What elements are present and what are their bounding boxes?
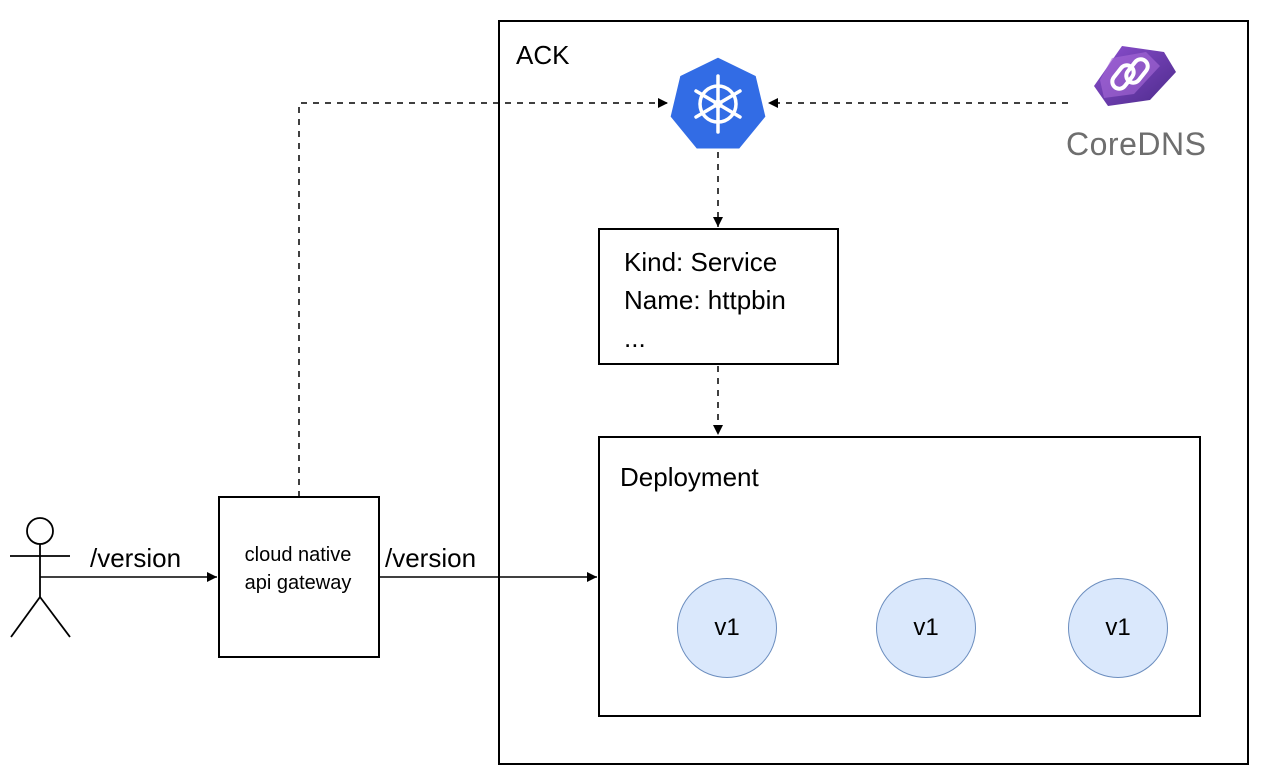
pod-v1-node: v1 bbox=[876, 578, 976, 678]
deployment-label: Deployment bbox=[620, 462, 759, 492]
pod-v1-node: v1 bbox=[1068, 578, 1168, 678]
service-name-text: Name: httpbin bbox=[624, 285, 786, 315]
coredns-logo-icon bbox=[1094, 46, 1176, 106]
gateway-label-line2: api gateway bbox=[244, 572, 352, 594]
service-kind-text: Kind: Service bbox=[624, 247, 778, 277]
user-actor-icon bbox=[10, 517, 71, 638]
ack-cluster-label: ACK bbox=[516, 40, 570, 70]
ack-cluster-box bbox=[498, 20, 1249, 765]
service-box bbox=[598, 228, 839, 365]
kubernetes-icon bbox=[667, 54, 769, 152]
gateway-to-kubernetes-connector bbox=[298, 98, 668, 497]
gateway-label-line1: cloud native bbox=[244, 544, 352, 566]
user-route-label: /version bbox=[90, 543, 182, 573]
gateway-route-label: /version bbox=[385, 543, 477, 573]
service-ellipsis-text: ... bbox=[624, 323, 646, 353]
pod-v1-node: v1 bbox=[677, 578, 777, 678]
coredns-label: CoreDNS bbox=[1066, 126, 1207, 162]
